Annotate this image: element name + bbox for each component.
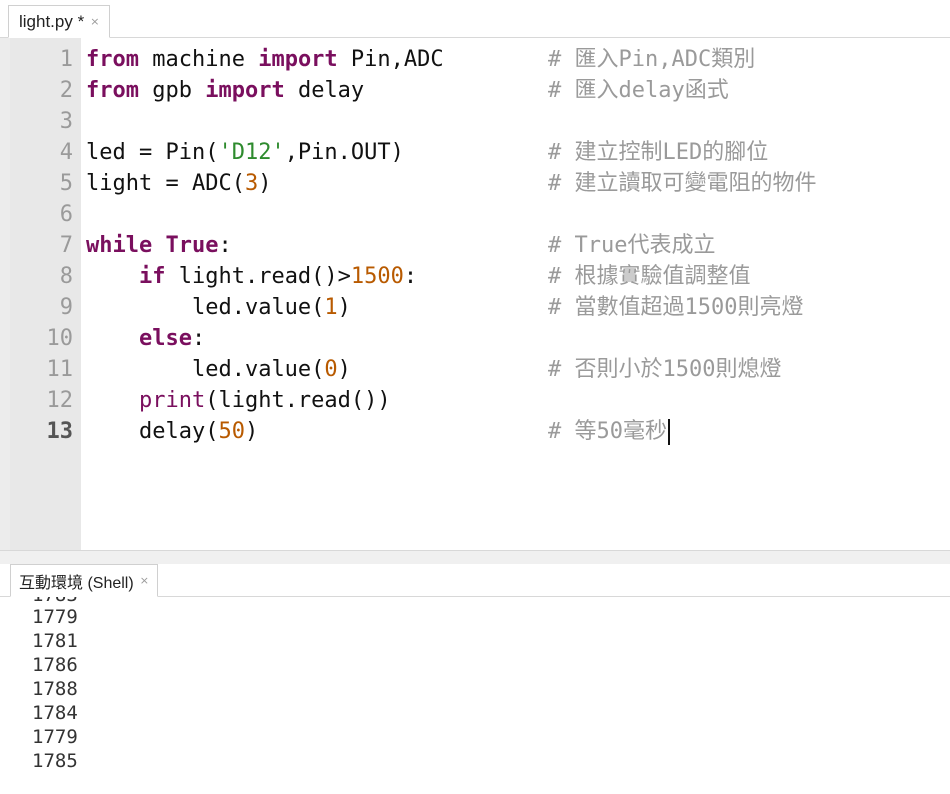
code-line-1: from machine import Pin,ADC <box>86 44 444 75</box>
code-text: Pin,ADC <box>337 47 444 72</box>
code-text: ) <box>258 171 272 196</box>
code-line-12: print(light.read()) <box>86 385 391 416</box>
keyword: import <box>258 47 338 72</box>
comment-line-8: # 根據實驗值調整值 <box>548 264 751 289</box>
line-number-gutter: 1 2 3 4 5 6 7 8 9 10 11 12 13 <box>10 38 81 550</box>
shell-output-line: 1788 <box>32 678 78 700</box>
indent <box>86 295 192 320</box>
shell-output-line: 1779 <box>32 726 78 748</box>
code-line-8: if light.read()>1500: <box>86 261 417 292</box>
comment-line-13: # 等50毫秒 <box>548 416 670 447</box>
code-text: delay( <box>138 419 219 444</box>
code-area[interactable]: from machine import Pin,ADC # 匯入Pin,ADC類… <box>86 38 950 550</box>
keyword: True <box>165 233 219 258</box>
tab-label: 互動環境 (Shell) <box>19 574 134 592</box>
code-text: gpb <box>138 78 206 103</box>
code-text: led.value( <box>191 357 325 382</box>
keyword: else <box>138 326 192 351</box>
number-literal: 3 <box>244 171 259 196</box>
tab-light-py[interactable]: light.py * × <box>8 5 111 38</box>
line-number: 12 <box>46 388 74 413</box>
code-text <box>152 233 165 258</box>
builtin-function: print <box>138 388 206 413</box>
code-text: : <box>191 326 206 351</box>
string-literal: 'D12' <box>218 140 285 165</box>
line-number: 1 <box>59 47 73 72</box>
code-line-7: while True: <box>86 230 232 261</box>
code-line-4: led = Pin('D12',Pin.OUT) <box>86 137 404 168</box>
shell-output-line: 1779 <box>32 606 78 628</box>
line-number: 3 <box>59 109 73 134</box>
keyword: from <box>86 78 139 103</box>
number-literal: 0 <box>324 357 338 382</box>
line-number: 10 <box>46 326 74 351</box>
comment-line-9: # 當數值超過1500則亮燈 <box>548 295 804 320</box>
code-text: ) <box>244 419 259 444</box>
comment-line-11: # 否則小於1500則熄燈 <box>548 357 782 382</box>
code-text: light.read()> <box>165 264 351 289</box>
code-line-13: delay(50) <box>86 416 258 447</box>
line-number: 7 <box>59 233 73 258</box>
code-text: led.value( <box>191 295 325 320</box>
editor-tab-bar: light.py * × <box>0 0 950 38</box>
comment-line-5: # 建立讀取可變電阻的物件 <box>548 171 817 196</box>
line-number: 2 <box>59 78 73 103</box>
code-text: ,Pin.OUT) <box>284 140 404 165</box>
close-icon[interactable]: × <box>139 574 149 587</box>
code-line-9: led.value(1) <box>86 292 351 323</box>
code-text: : <box>218 233 232 258</box>
tab-shell[interactable]: 互動環境 (Shell) × <box>10 564 158 597</box>
shell-output-line: 1784 <box>32 702 78 724</box>
comment-line-2: # 匯入delay函式 <box>548 78 729 103</box>
code-text: light = ADC( <box>86 171 245 196</box>
code-text: : <box>403 264 418 289</box>
code-line-5: light = ADC(3) <box>86 168 271 199</box>
comment-line-1: # 匯入Pin,ADC類別 <box>548 47 756 72</box>
shell-output-line: 1783 <box>32 597 78 607</box>
number-literal: 1500 <box>350 264 404 289</box>
keyword: while <box>86 233 153 258</box>
code-text: (light.read()) <box>205 388 391 413</box>
shell-output-line: 1786 <box>32 654 78 676</box>
code-text: led = Pin( <box>86 140 219 165</box>
comment-text: # 等50毫秒 <box>548 419 667 444</box>
code-text: ) <box>337 295 351 320</box>
shell-output-line: 1785 <box>32 750 78 772</box>
code-text: delay <box>284 78 365 103</box>
text-cursor <box>667 419 670 445</box>
code-line-11: led.value(0) <box>86 354 351 385</box>
code-editor[interactable]: 1 2 3 4 5 6 7 8 9 10 11 12 13 from machi… <box>0 38 950 550</box>
comment-line-7: # True代表成立 <box>548 233 716 258</box>
line-number: 4 <box>59 140 73 165</box>
code-line-2: from gpb import delay <box>86 75 364 106</box>
indent <box>86 419 139 444</box>
close-icon[interactable]: × <box>90 15 100 28</box>
line-number: 11 <box>46 357 74 382</box>
indent <box>86 264 139 289</box>
indent <box>86 326 139 351</box>
shell-tab-bar: 互動環境 (Shell) × <box>0 564 950 597</box>
line-number: 5 <box>59 171 73 196</box>
indent <box>86 357 192 382</box>
comment-line-4: # 建立控制LED的腳位 <box>548 140 769 165</box>
shell-output[interactable]: 1783 1779 1781 1786 1788 1784 1779 1785 <box>0 597 950 794</box>
number-literal: 1 <box>324 295 338 320</box>
line-number: 6 <box>59 202 73 227</box>
code-text: machine <box>138 47 259 72</box>
shell-output-line: 1781 <box>32 630 78 652</box>
line-number: 8 <box>59 264 73 289</box>
tab-label: light.py * <box>19 11 85 31</box>
indent <box>86 388 139 413</box>
keyword: from <box>86 47 139 72</box>
number-literal: 50 <box>218 419 245 444</box>
code-line-10: else: <box>86 323 205 354</box>
code-text: ) <box>337 357 351 382</box>
keyword: if <box>138 264 166 289</box>
keyword: import <box>205 78 285 103</box>
line-number: 9 <box>59 295 73 320</box>
line-number-current: 13 <box>46 419 74 444</box>
pane-divider[interactable] <box>0 550 950 564</box>
